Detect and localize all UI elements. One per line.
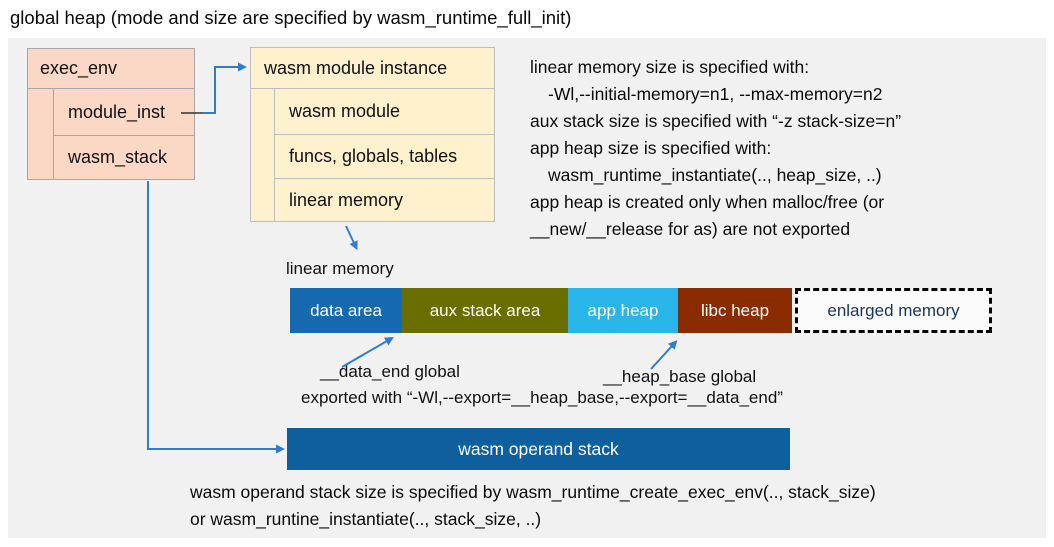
annotation-data-end-global: __data_end global bbox=[320, 362, 460, 381]
exec-env-indent-strip bbox=[28, 89, 54, 179]
linear-memory-bar: data area aux stack area app heap libc h… bbox=[290, 288, 992, 333]
exec-env-row-wasm-stack: wasm_stack bbox=[68, 147, 168, 167]
module-instance-row-funcs-globals: funcs, globals, tables bbox=[275, 135, 494, 179]
note-line: linear memory size is specified with: bbox=[530, 57, 810, 77]
note-line: app heap is created only when malloc/fre… bbox=[530, 192, 885, 212]
module-instance-box: wasm module instance wasm module funcs, … bbox=[250, 47, 495, 222]
annotation-heap-base-global: __heap_base global bbox=[603, 367, 757, 386]
annotation-export-note: exported with “-Wl,--export=__heap_base,… bbox=[301, 388, 783, 407]
module-instance-indent-strip bbox=[251, 89, 275, 221]
module-instance-row-wasm-module: wasm module bbox=[275, 89, 494, 135]
note-line: -Wl,--initial-memory=n1, --max-memory=n2 bbox=[548, 84, 883, 104]
note-line: wasm operand stack size is specified by … bbox=[190, 482, 876, 502]
module-instance-header: wasm module instance bbox=[251, 48, 494, 89]
module-instance-row-linear-memory: linear memory bbox=[289, 189, 404, 210]
note-line: or wasm_runtine_instantiate(.., stack_si… bbox=[190, 509, 542, 529]
diagram-title: global heap (mode and size are specified… bbox=[10, 7, 572, 28]
operand-stack-box: wasm operand stack bbox=[287, 428, 790, 470]
linear-memory-label: linear memory bbox=[286, 259, 394, 278]
segment-app-heap: app heap bbox=[568, 288, 678, 333]
note-line: wasm_runtime_instantiate(.., heap_size, … bbox=[548, 165, 882, 185]
segment-libc-heap: libc heap bbox=[678, 288, 792, 333]
note-line: app heap size is specified with: bbox=[530, 138, 772, 158]
exec-env-row-module-inst: module_inst bbox=[54, 89, 194, 136]
note-line: aux stack size is specified with “-z sta… bbox=[530, 111, 902, 131]
segment-enlarged-memory: enlarged memory bbox=[795, 288, 992, 333]
operand-stack-notes: wasm operand stack size is specified by … bbox=[190, 479, 1040, 533]
exec-env-header: exec_env bbox=[28, 49, 194, 89]
size-notes-block: linear memory size is specified with: -W… bbox=[530, 54, 1040, 243]
note-line: __new/__release for as) are not exported bbox=[530, 219, 851, 239]
exec-env-box: exec_env module_inst wasm_stack bbox=[27, 48, 195, 180]
segment-data-area: data area bbox=[290, 288, 402, 333]
segment-aux-stack-area: aux stack area bbox=[402, 288, 568, 333]
